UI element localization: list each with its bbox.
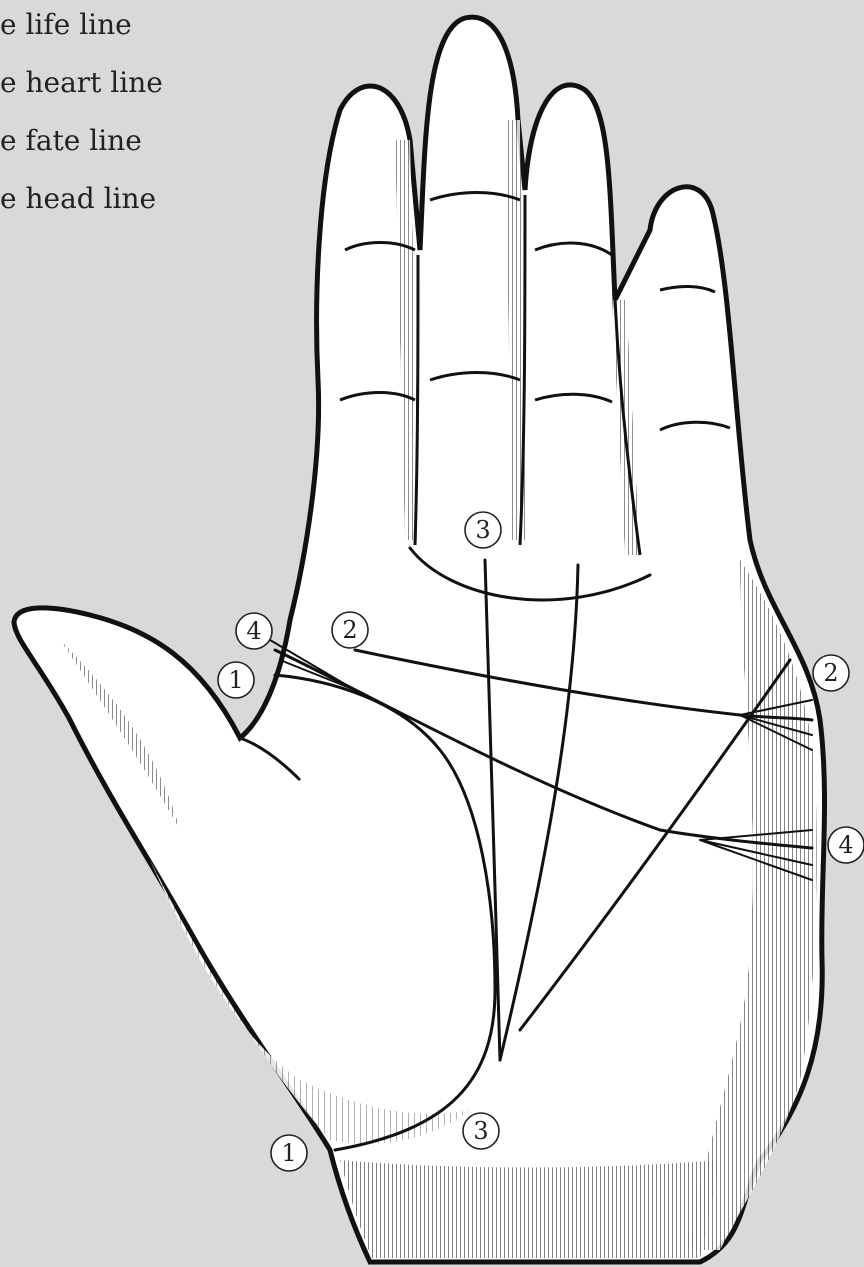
marker-fate-top: 3 (465, 512, 501, 548)
marker-head-right: 4 (828, 827, 864, 863)
marker-label: 4 (838, 831, 853, 859)
marker-label: 2 (823, 659, 838, 687)
marker-head-left: 4 (236, 613, 272, 649)
marker-life-bottom: 1 (271, 1135, 307, 1171)
marker-heart-left: 2 (332, 612, 368, 648)
hand-outline (14, 17, 825, 1262)
marker-label: 2 (342, 616, 357, 644)
wrist-shading (340, 1160, 720, 1258)
marker-label: 1 (281, 1139, 296, 1167)
marker-label: 3 (475, 516, 490, 544)
marker-label: 3 (473, 1117, 488, 1145)
marker-life-top: 1 (218, 662, 254, 698)
marker-fate-bottom: 3 (463, 1113, 499, 1149)
marker-heart-right: 2 (813, 655, 849, 691)
marker-label: 1 (228, 666, 243, 694)
marker-label: 4 (246, 617, 261, 645)
